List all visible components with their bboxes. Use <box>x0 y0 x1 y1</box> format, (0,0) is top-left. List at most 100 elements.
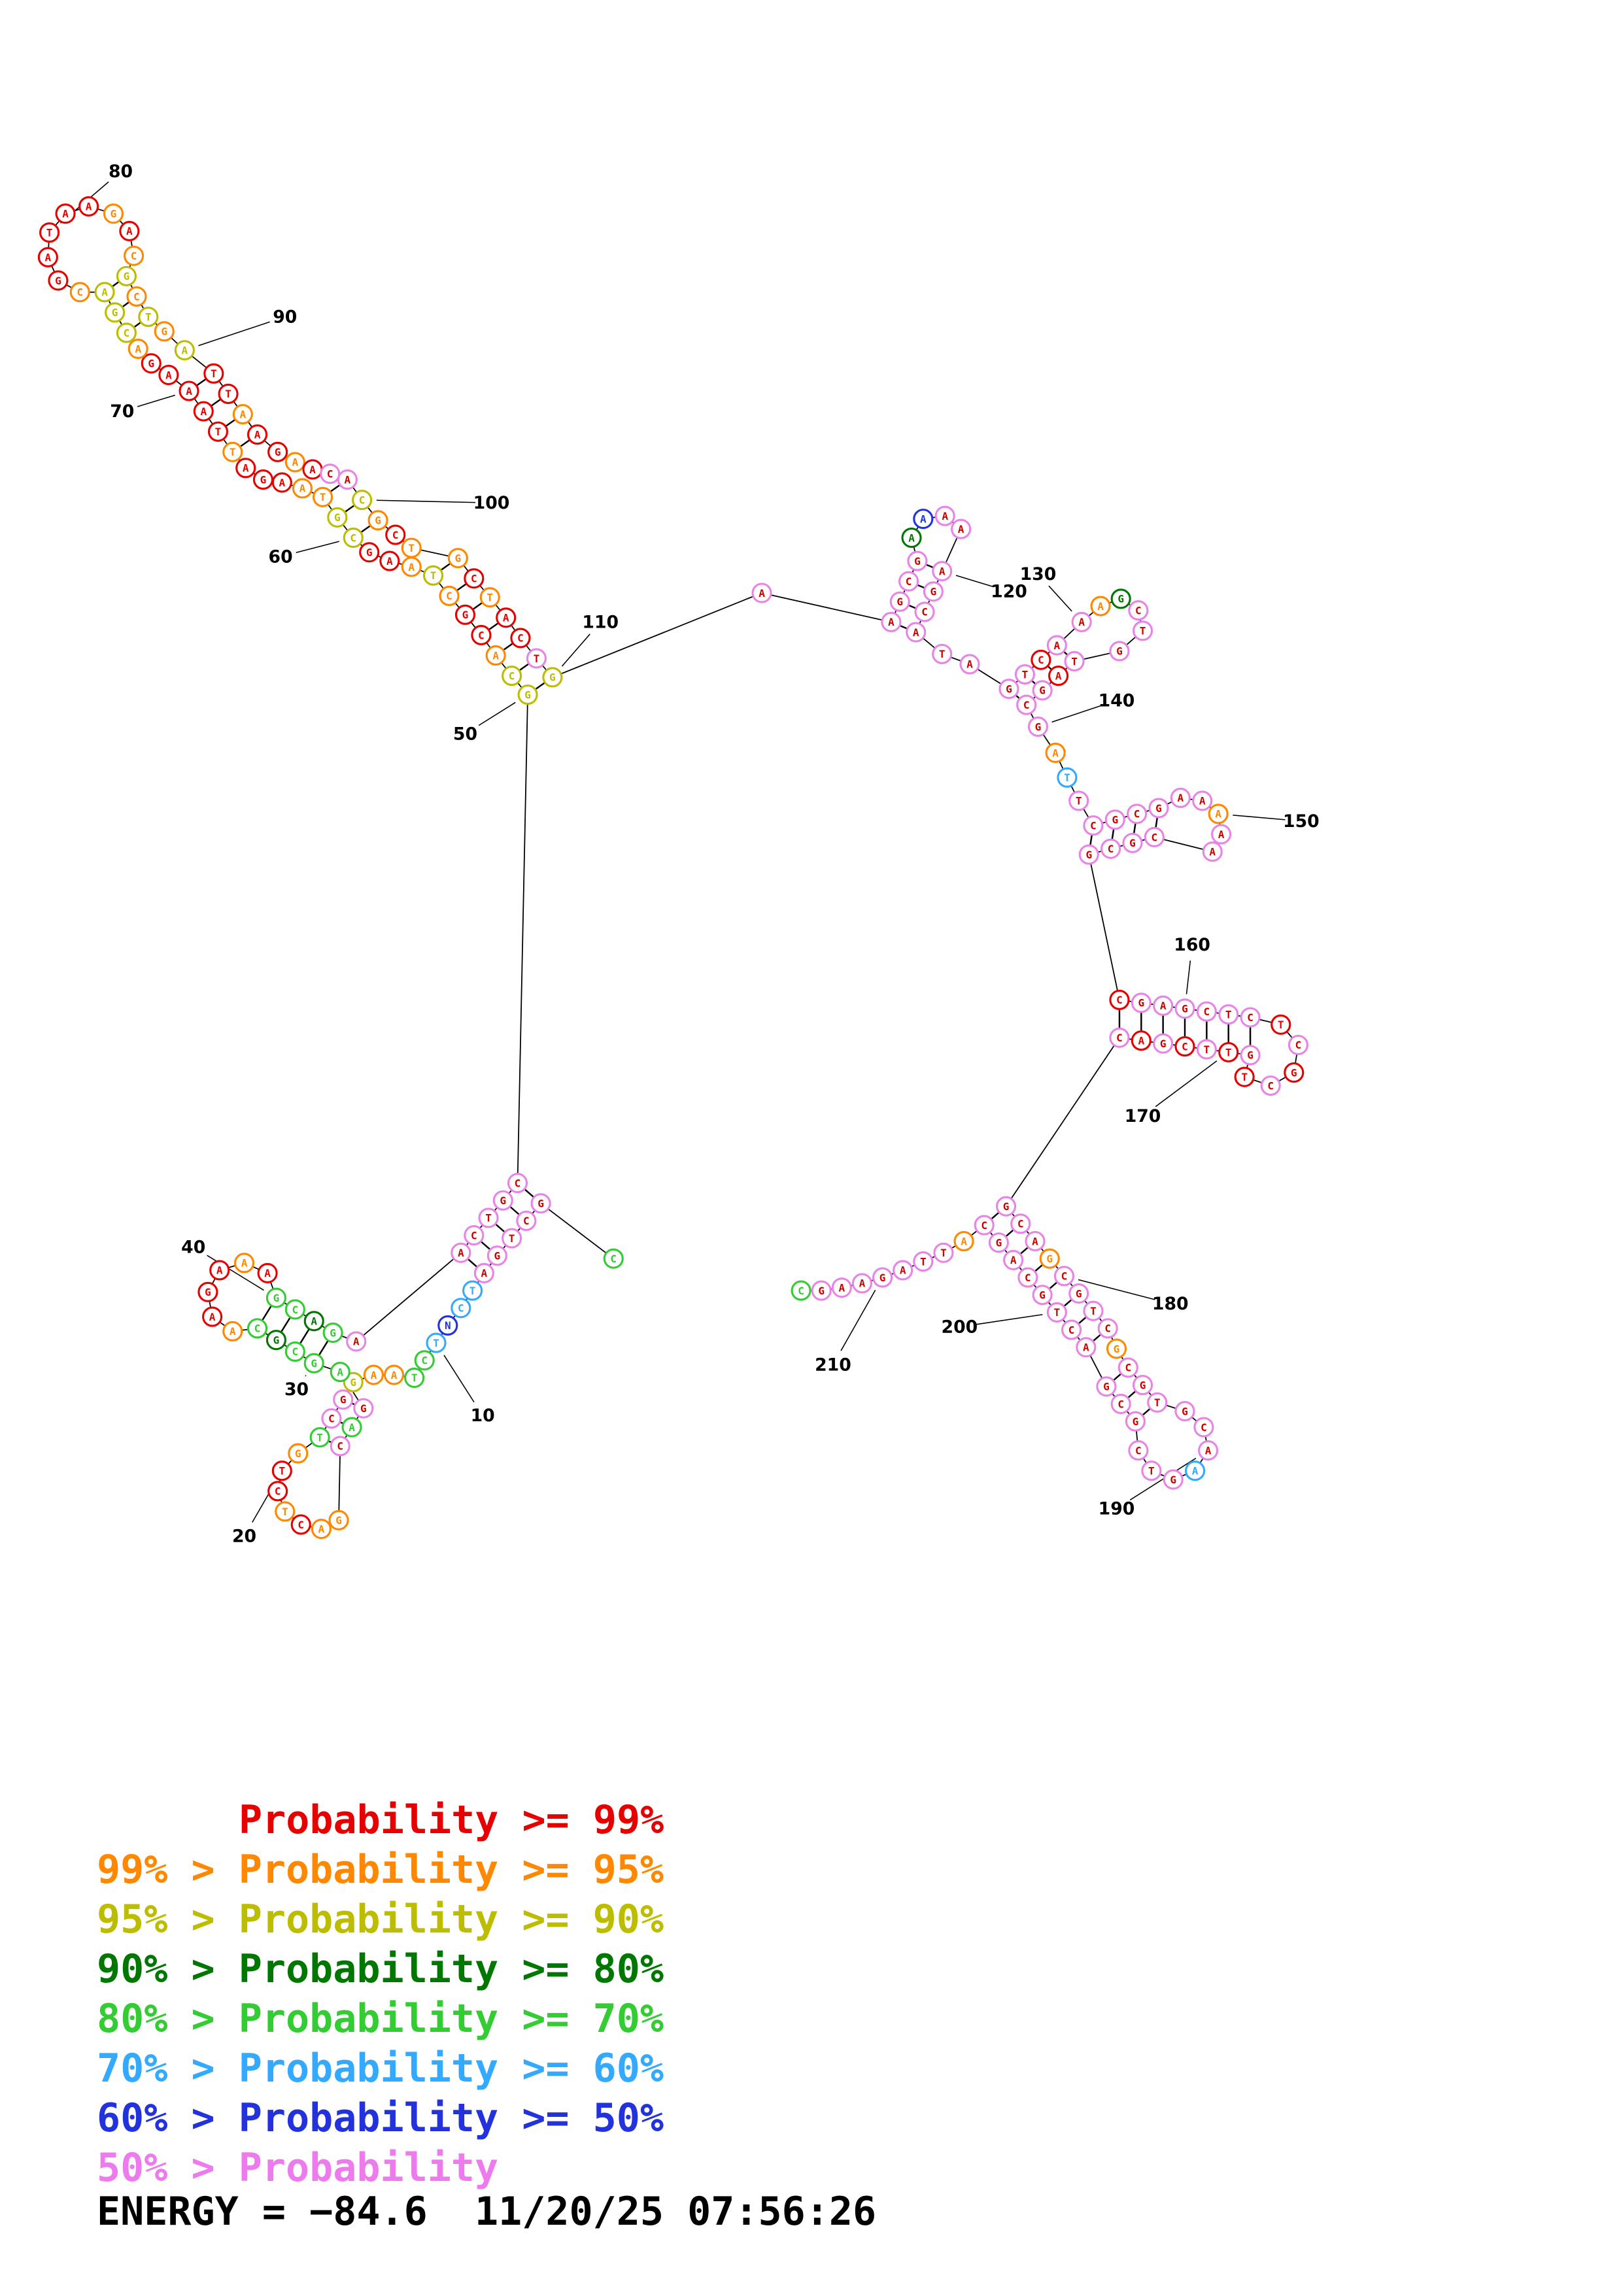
nucleotide: G <box>103 203 124 224</box>
svg-text:G: G <box>124 270 130 282</box>
nucleotide: C <box>471 624 492 646</box>
svg-text:G: G <box>1035 720 1042 733</box>
svg-text:G: G <box>879 1272 886 1284</box>
svg-text:A: A <box>1178 792 1184 804</box>
svg-text:T: T <box>411 1372 418 1384</box>
legend-item: 95% > Probability >= 90% <box>97 1897 664 1942</box>
position-number: 140 <box>1099 690 1135 711</box>
nucleotide: G <box>197 1281 218 1302</box>
nucleotide: A <box>202 1306 223 1327</box>
svg-text:T: T <box>486 591 493 603</box>
svg-text:G: G <box>360 1402 367 1415</box>
svg-text:C: C <box>275 1485 281 1498</box>
nucleotide: A <box>222 1321 243 1342</box>
nucleotide: C <box>1260 1075 1281 1096</box>
nucleotide: C <box>126 286 147 307</box>
svg-text:C: C <box>478 629 485 641</box>
nucleotide: G <box>327 507 348 528</box>
svg-text:T: T <box>211 367 217 380</box>
svg-text:T: T <box>1241 1071 1248 1083</box>
svg-text:A: A <box>913 626 919 639</box>
nucleotide: G <box>1148 798 1169 819</box>
position-number: 170 <box>1125 1106 1161 1126</box>
svg-text:T: T <box>1090 1305 1097 1317</box>
nucleotide: C <box>1016 694 1037 715</box>
nucleotide: C <box>1110 1393 1131 1415</box>
legend-item: 70% > Probability >= 60% <box>97 2046 664 2091</box>
svg-text:G: G <box>500 1194 506 1207</box>
svg-text:A: A <box>349 1421 355 1434</box>
svg-text:G: G <box>1116 645 1123 658</box>
nucleotide: A <box>473 1262 494 1283</box>
svg-text:T: T <box>1225 1008 1232 1021</box>
nucleotide: C <box>439 585 460 607</box>
nucleotide: A <box>232 404 253 425</box>
svg-text:A: A <box>1160 1000 1167 1012</box>
nucleotide: T <box>401 537 422 558</box>
svg-text:T: T <box>940 1247 947 1259</box>
svg-text:C: C <box>254 1323 261 1335</box>
nucleotide: T <box>1068 790 1089 811</box>
svg-text:C: C <box>337 1440 343 1453</box>
nucleotide: A <box>78 196 99 217</box>
svg-text:A: A <box>345 473 351 486</box>
nucleotide: A <box>284 452 305 473</box>
svg-text:G: G <box>1160 1038 1167 1050</box>
svg-text:G: G <box>335 1514 342 1527</box>
nucleotide: T <box>313 486 333 507</box>
svg-text:A: A <box>900 1264 906 1277</box>
svg-text:C: C <box>458 1302 464 1315</box>
svg-text:T: T <box>433 1337 439 1349</box>
svg-text:C: C <box>1135 604 1142 616</box>
svg-text:A: A <box>1209 845 1216 858</box>
svg-text:A: A <box>1199 795 1206 807</box>
svg-text:G: G <box>55 275 61 287</box>
svg-text:C: C <box>610 1253 617 1265</box>
nucleotide: T <box>479 587 500 608</box>
svg-text:G: G <box>537 1197 544 1209</box>
nucleotide: A <box>257 1262 278 1283</box>
svg-text:A: A <box>942 510 948 522</box>
nucleotide: G <box>353 1398 374 1419</box>
nucleotide: A <box>193 401 214 422</box>
nucleotide: A <box>55 203 76 224</box>
svg-text:C: C <box>421 1355 428 1367</box>
nucleotide: A <box>94 282 115 303</box>
svg-text:C: C <box>1295 1039 1302 1051</box>
svg-text:A: A <box>311 1315 317 1328</box>
svg-text:A: A <box>126 225 133 237</box>
svg-text:A: A <box>239 408 246 420</box>
svg-text:G: G <box>161 326 167 338</box>
svg-text:A: A <box>966 658 973 671</box>
svg-text:A: A <box>908 532 915 544</box>
nucleotide: T <box>478 1207 499 1228</box>
nucleotide: A <box>311 1519 332 1540</box>
svg-text:A: A <box>481 1267 488 1279</box>
svg-text:T: T <box>1225 1046 1232 1058</box>
svg-text:G: G <box>273 1292 280 1304</box>
position-number: 150 <box>1283 811 1320 832</box>
svg-text:G: G <box>455 552 462 564</box>
svg-text:A: A <box>353 1336 360 1348</box>
nucleotide: G <box>1078 844 1099 865</box>
svg-text:G: G <box>1247 1049 1254 1062</box>
nucleotide: C <box>1174 1036 1195 1057</box>
svg-text:G: G <box>494 1250 501 1262</box>
nucleotide: T <box>1057 767 1078 788</box>
nucleotide: C <box>116 322 137 343</box>
svg-text:T: T <box>1076 795 1082 807</box>
position-number: 120 <box>991 582 1027 602</box>
nucleotide: C <box>516 1210 537 1231</box>
nucleotide: A <box>1211 824 1232 845</box>
nucleotide: A <box>119 220 140 242</box>
nucleotide: T <box>1064 650 1085 672</box>
svg-text:G: G <box>524 688 531 701</box>
svg-text:A: A <box>1138 1034 1144 1047</box>
nucleotide: C <box>464 1225 485 1246</box>
svg-text:G: G <box>818 1285 825 1297</box>
nucleotide: T <box>913 1251 934 1272</box>
nucleotide: T <box>404 1367 425 1389</box>
nucleotide: G <box>1096 1376 1117 1397</box>
nucleotide: A <box>1202 841 1223 862</box>
svg-text:G: G <box>1138 997 1144 1009</box>
